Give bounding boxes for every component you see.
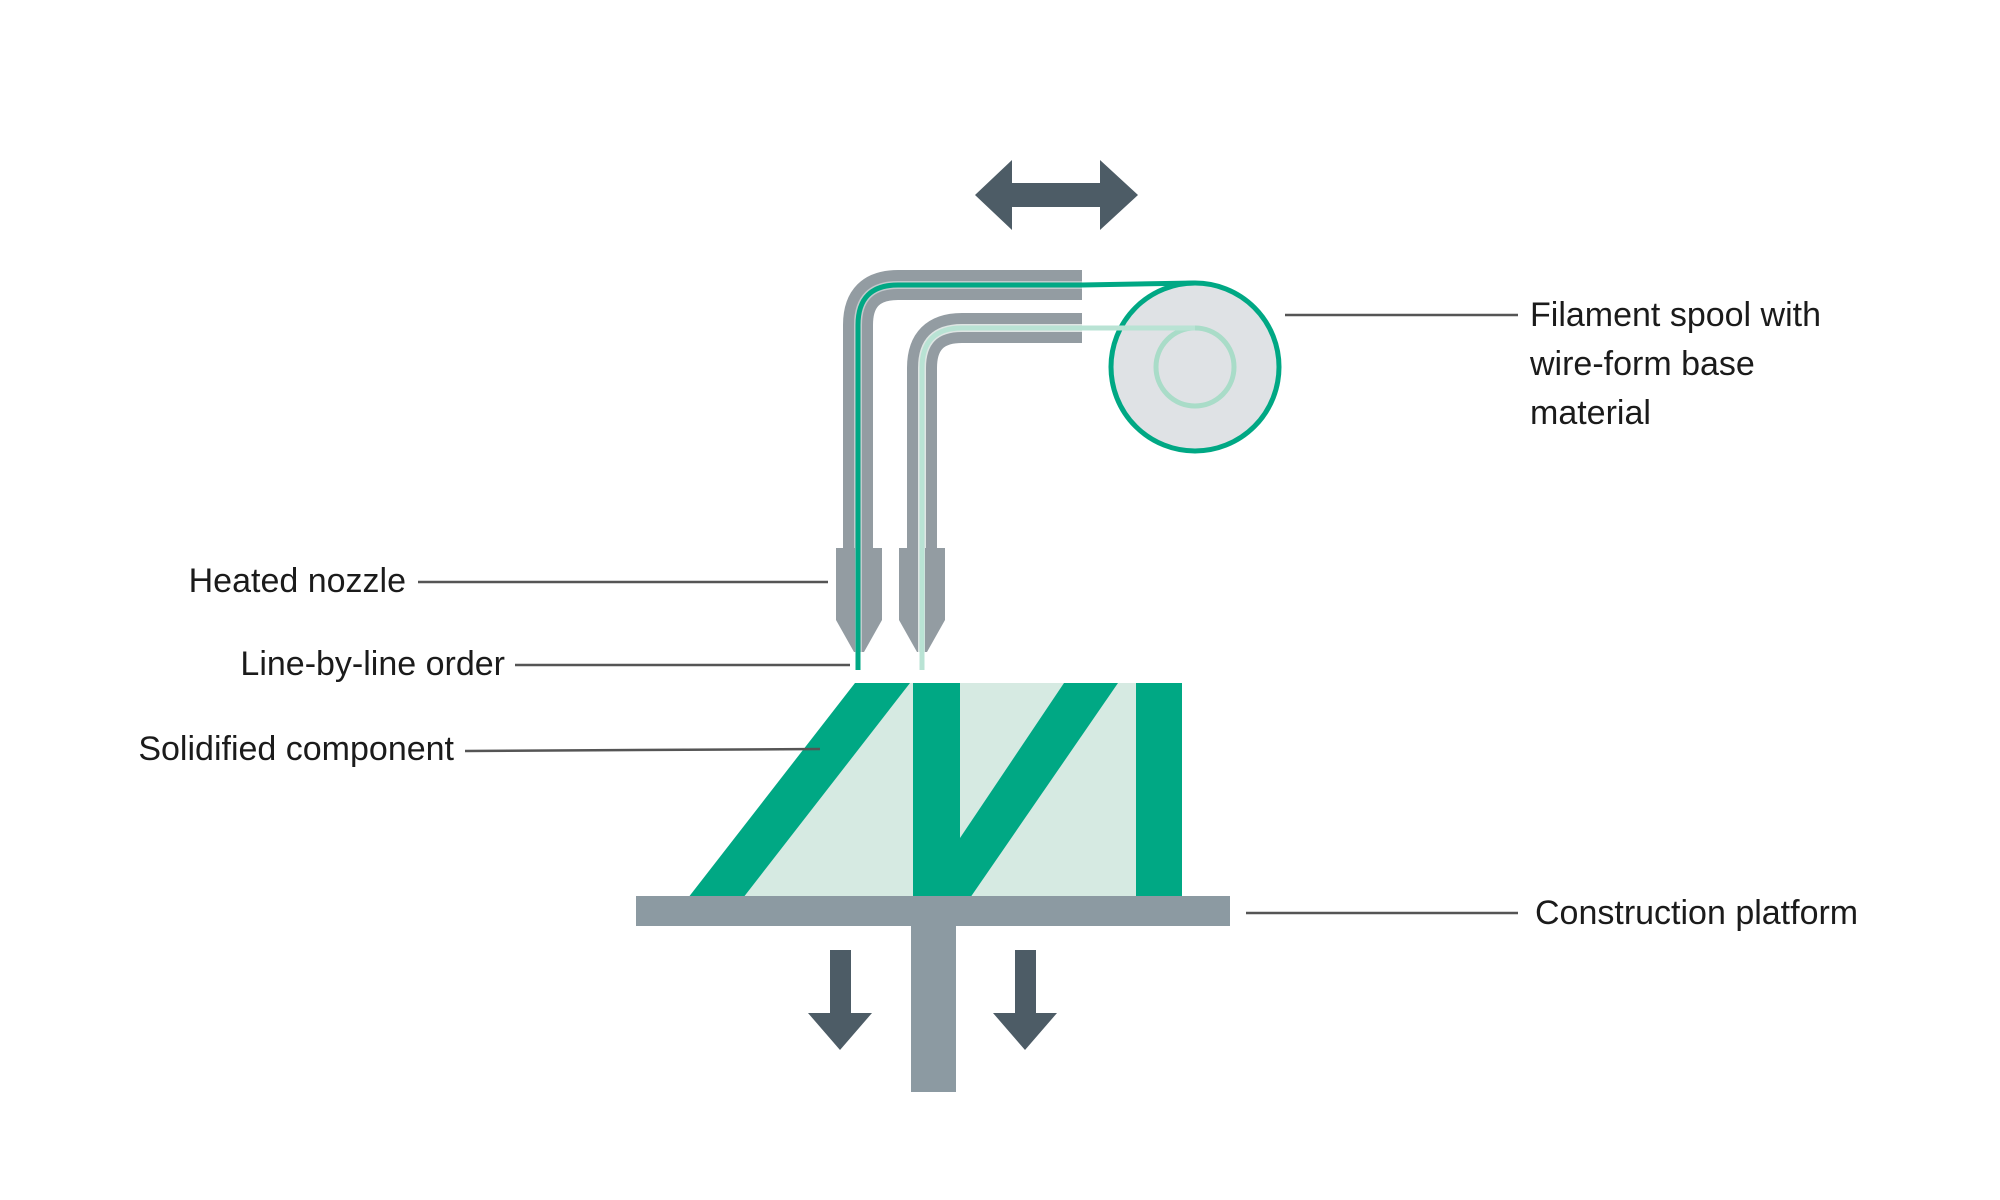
label-heated-nozzle: Heated nozzle [188,562,406,600]
arrow-down-icon [993,950,1057,1050]
feed-tube-outer [843,270,1196,670]
feed-tube-inner [907,313,1195,670]
label-filament-spool: Filament spool with wire-form base mater… [1530,291,1821,438]
label-filament-spool-line-1: Filament spool with [1530,296,1822,334]
label-filament-spool-line-2: wire-form base [1530,345,1755,383]
label-solidified-component: Solidified component [138,730,454,768]
leader-lines [418,313,1518,915]
heated-nozzle-left [836,548,882,670]
leader-solidified-component [464,747,821,753]
label-filament-spool-line-3: material [1530,394,1651,432]
arrow-down-icon [808,950,872,1050]
double-arrow-horizontal-icon [975,160,1138,230]
heated-nozzle-right [899,548,945,670]
solidified-component [688,683,1182,898]
label-line-by-line-order: Line-by-line order [240,645,505,683]
construction-platform [636,896,1230,1092]
label-construction-platform: Construction platform [1535,894,1859,932]
filament-spool [1108,280,1282,454]
